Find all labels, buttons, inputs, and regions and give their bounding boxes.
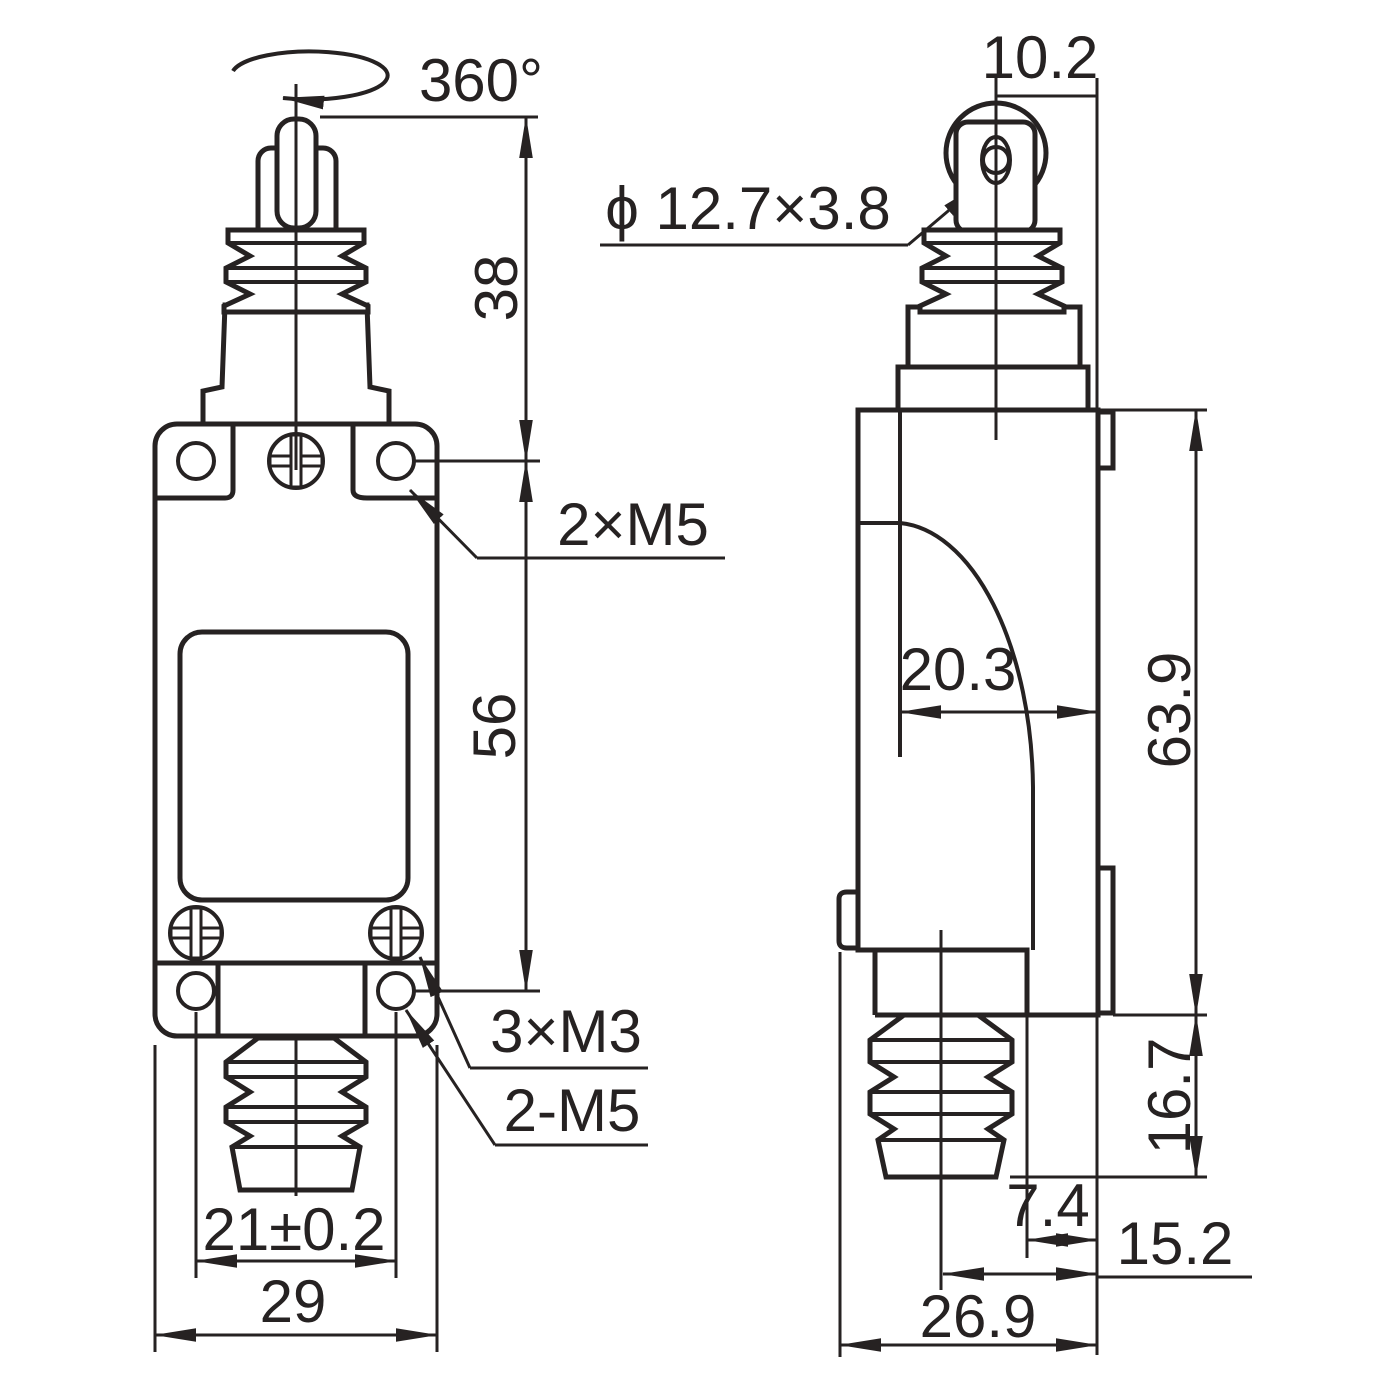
dim-bellows-length: 16.7 (1136, 1038, 1203, 1155)
front-ear-notch-left (155, 424, 236, 501)
dim-side-width: 26.9 (920, 1283, 1037, 1350)
side-cavity-curve (899, 521, 1035, 788)
dim-body-width: 29 (260, 1268, 327, 1335)
dimension-texts: 360° 38 10.2 ϕ 12.7×3.8 2×M5 56 20.3 63.… (202, 24, 1233, 1350)
side-top-bellows (917, 227, 1067, 315)
side-left-lug (836, 889, 858, 951)
front-dimensions (153, 115, 981, 1352)
screw-bottom-left (168, 905, 224, 961)
side-dimensions (838, 78, 1252, 1357)
front-view (152, 49, 440, 1196)
side-boss-step (895, 364, 1091, 413)
leader-3xM3-arrow (418, 956, 472, 1069)
dim-hole-span: 56 (461, 693, 528, 760)
bottom-holes-label: 2-M5 (504, 1077, 641, 1144)
rotation-label: 360° (419, 47, 543, 114)
side-tab-bottom (1098, 865, 1116, 1016)
roller-spec-label: ϕ 12.7×3.8 (605, 175, 891, 242)
cover-screws-label: 3×M3 (490, 998, 642, 1065)
dim-center-offset: 15.2 (1117, 1210, 1234, 1277)
side-boss (905, 304, 1083, 370)
side-tab-top (1098, 409, 1116, 471)
front-ear-notch-right (350, 424, 437, 501)
dim-hole-spacing: 21±0.2 (202, 1196, 385, 1263)
dim-head-height: 38 (463, 255, 530, 322)
top-hole-left (176, 441, 216, 481)
dim-roller-offset: 10.2 (982, 24, 1099, 91)
dim-body-depth: 20.3 (900, 636, 1017, 703)
leader-2xM5-arrow (408, 488, 479, 560)
dim-back-offset: 7.4 (1006, 1172, 1089, 1239)
rotation-arrow (231, 49, 390, 110)
bottom-hole-left (176, 971, 216, 1011)
top-holes-label: 2×M5 (557, 491, 709, 558)
dim-side-height: 63.9 (1136, 652, 1203, 769)
front-label-recess (177, 629, 411, 903)
leader-2-M5-arrow (404, 1009, 497, 1146)
screw-bottom-right (368, 905, 424, 961)
